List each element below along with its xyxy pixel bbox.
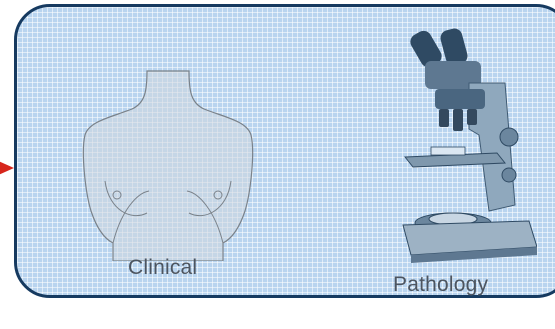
clinical-label: Clinical (128, 256, 197, 280)
torso-icon (77, 61, 257, 261)
microscope-icon (397, 25, 537, 265)
pathology-label: Pathology (393, 273, 488, 297)
diagram-panel (14, 4, 555, 298)
arrow-icon (0, 158, 16, 178)
